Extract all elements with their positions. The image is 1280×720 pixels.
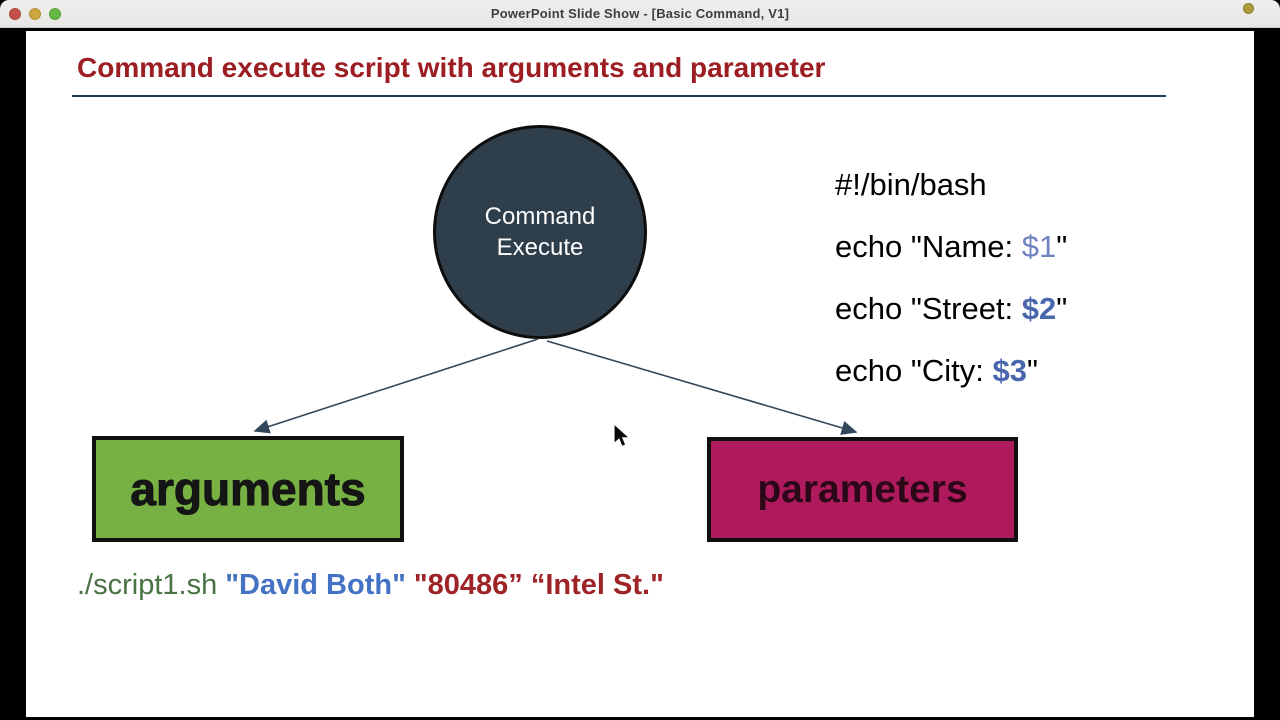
minimize-button[interactable] [29, 8, 41, 20]
arguments-label: arguments [130, 463, 366, 516]
title-divider [72, 95, 1166, 97]
slide: Command execute script with arguments an… [26, 31, 1254, 717]
slideshow-area[interactable]: Command execute script with arguments an… [0, 28, 1280, 720]
zoom-button[interactable] [49, 8, 61, 20]
code-text: echo "Name: [835, 229, 1022, 264]
code-text: echo "City: [835, 353, 993, 388]
command-arg-zip: "80486” [405, 569, 531, 601]
traffic-lights [9, 0, 61, 28]
titlebar: PowerPoint Slide Show - [Basic Command, … [0, 0, 1280, 28]
code-text: " [1056, 291, 1068, 326]
parameters-label: parameters [757, 467, 968, 511]
slide-title: Command execute script with arguments an… [77, 52, 826, 83]
code-line-street: echo "Street: $2" [835, 291, 1067, 327]
parameters-box: parameters [707, 437, 1018, 542]
code-line-city: echo "City: $3" [835, 353, 1067, 389]
code-text: " [1026, 353, 1038, 388]
variable-1: $1 [1021, 229, 1057, 264]
window-title: PowerPoint Slide Show - [Basic Command, … [490, 6, 790, 21]
circle-label-line1: Command [484, 203, 596, 230]
code-text: " [1056, 229, 1068, 264]
arguments-box: arguments [92, 436, 404, 542]
connector-arrows [253, 338, 858, 435]
arrow-to-parameters [546, 340, 858, 435]
command-execute-node: Command Execute [433, 125, 647, 339]
code-text: echo "Street: [835, 291, 1022, 326]
code-line-shebang: #!/bin/bash [835, 167, 1067, 203]
variable-2: $2 [1021, 291, 1057, 326]
variable-3: $3 [992, 353, 1027, 388]
command-line: ./script1.sh "David Both" "80486” “Intel… [77, 569, 664, 602]
mouse-cursor-icon [613, 423, 631, 448]
command-script: ./script1.sh [77, 569, 226, 601]
code-line-name: echo "Name: $1" [835, 229, 1067, 265]
bash-script: #!/bin/bash echo "Name: $1" echo "Street… [835, 167, 1067, 415]
close-button[interactable] [9, 8, 21, 20]
circle-label-line2: Execute [496, 234, 584, 261]
command-arg-street: “Intel St." [530, 569, 664, 601]
status-dot-icon [1243, 3, 1254, 14]
code-text: #!/bin/bash [835, 167, 987, 202]
arrow-to-arguments [253, 338, 539, 434]
command-arg-name: "David Both" [225, 569, 406, 601]
